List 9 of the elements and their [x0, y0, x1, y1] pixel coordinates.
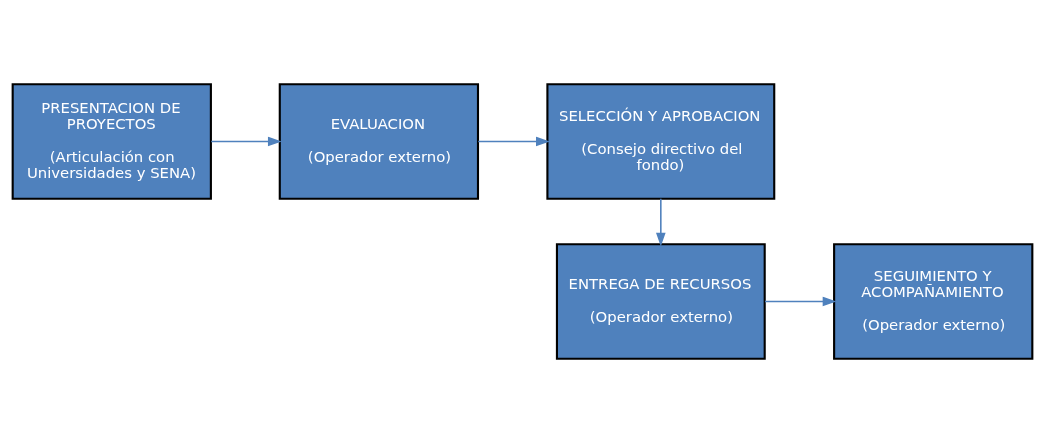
node-box: SEGUIMIENTO Y ACOMPAÑAMIENTO (Operador externo): [833, 242, 1034, 360]
arrow: [764, 296, 837, 306]
node-box: PRESENTACION DE PROYECTOS (Articulación con Universidades y SENA): [11, 82, 212, 200]
arrow: [210, 136, 282, 146]
node-box: SELECCIÓN Y APROBACION (Consejo directivo del fondo): [546, 82, 776, 200]
node-box: EVALUACION (Operador externo): [278, 82, 480, 200]
arrow: [477, 136, 550, 146]
node-box: ENTREGA DE RECURSOS (Operador externo): [555, 242, 766, 360]
arrow: [656, 197, 666, 246]
